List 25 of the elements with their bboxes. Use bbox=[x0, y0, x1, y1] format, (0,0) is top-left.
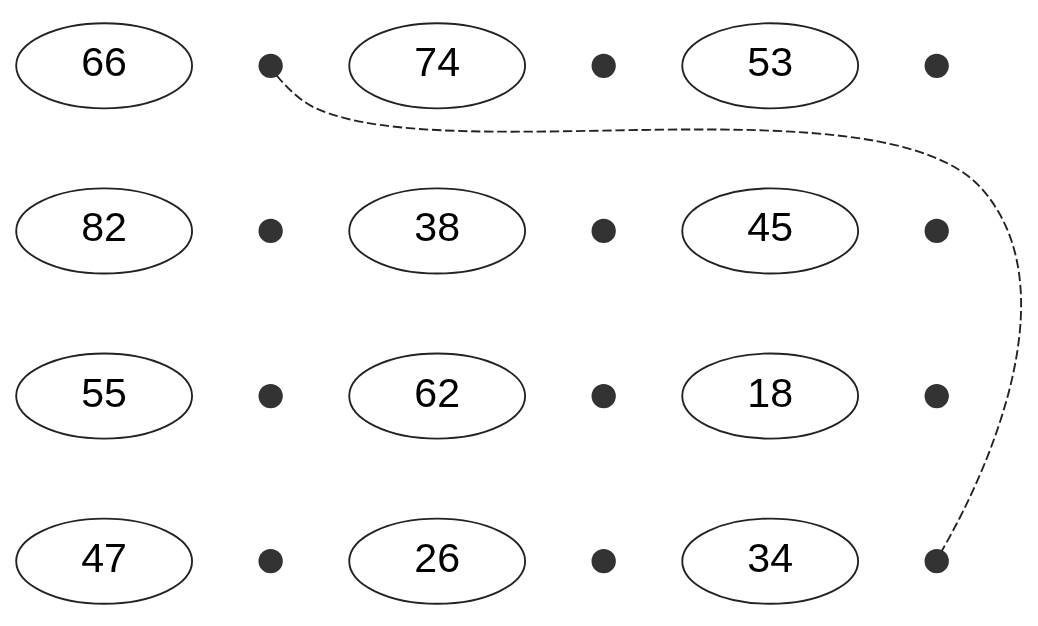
node-ellipse: 55 bbox=[15, 352, 193, 440]
node-dot bbox=[924, 53, 949, 78]
node-dot bbox=[591, 53, 616, 78]
node-dot bbox=[258, 53, 283, 78]
node-dot bbox=[258, 548, 283, 573]
node-ellipse: 82 bbox=[15, 186, 193, 274]
node-dot bbox=[591, 548, 616, 573]
node-ellipse: 53 bbox=[681, 21, 860, 109]
node-ellipse: 47 bbox=[15, 517, 193, 605]
node-ellipse: 66 bbox=[15, 21, 193, 109]
node-dot bbox=[591, 218, 616, 243]
node-ellipse: 18 bbox=[681, 352, 860, 440]
node-ellipse: 62 bbox=[348, 352, 527, 440]
node-ellipse: 34 bbox=[681, 517, 860, 605]
node-dot bbox=[591, 383, 616, 408]
node-dot bbox=[924, 383, 949, 408]
node-dot bbox=[924, 548, 949, 573]
node-ellipse: 45 bbox=[681, 186, 860, 274]
node-dot bbox=[258, 218, 283, 243]
node-ellipse: 74 bbox=[348, 21, 527, 109]
node-dot bbox=[924, 218, 949, 243]
connector bbox=[275, 74, 1022, 552]
node-dot bbox=[258, 383, 283, 408]
node-ellipse: 38 bbox=[348, 186, 527, 274]
node-ellipse: 26 bbox=[348, 517, 527, 605]
